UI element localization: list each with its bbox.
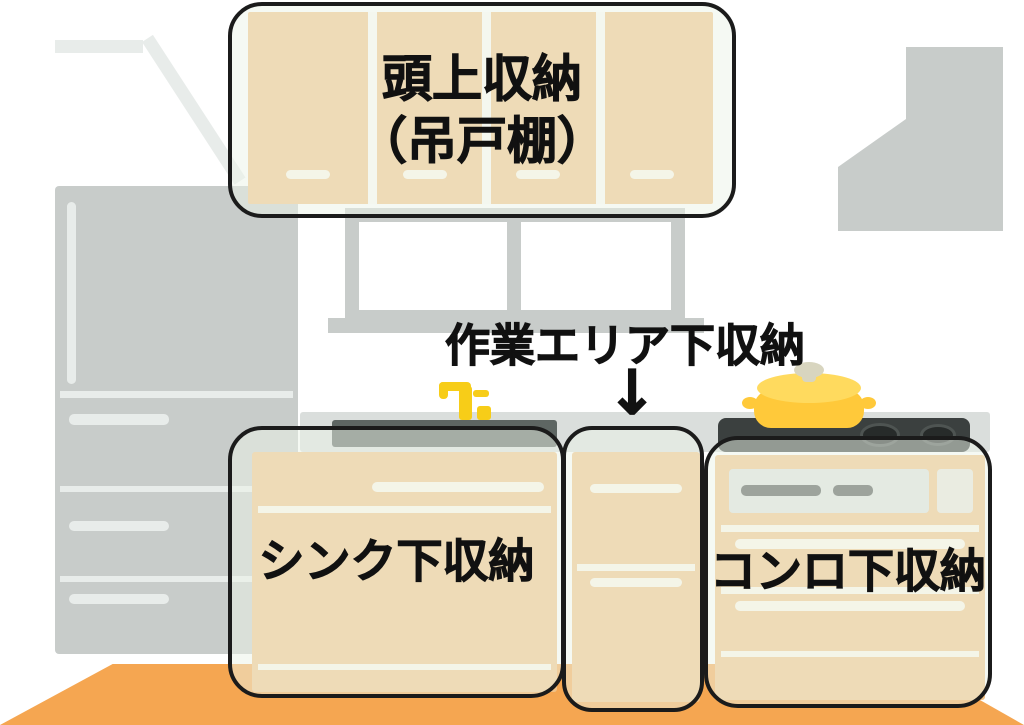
fridge-handle [69, 521, 169, 531]
under-stove-highlight-box: コンロ下収納 [704, 436, 992, 708]
fridge-seam [60, 486, 293, 492]
under-sink-storage-label: シンク下収納 [258, 534, 535, 589]
fridge-seam [60, 576, 293, 582]
overhead-highlight-box: 頭上収納 （吊戸棚） [228, 2, 736, 218]
window-sill [328, 318, 704, 333]
window [345, 208, 685, 324]
work-area-highlight-box [562, 426, 704, 712]
pot-icon [742, 362, 876, 428]
wall-corner-line-horizontal [55, 40, 143, 53]
refrigerator [55, 186, 298, 654]
overhead-storage-label-line2: （吊戸棚） [357, 112, 608, 171]
fridge-handle [69, 594, 169, 604]
under-stove-storage-label: コンロ下収納 [710, 544, 987, 599]
fridge-handle-vertical [67, 202, 76, 384]
faucet-icon [439, 382, 491, 420]
window-pane-left [359, 222, 507, 310]
range-hood [838, 47, 1003, 231]
down-arrow-icon: ↓ [606, 356, 659, 429]
under-sink-highlight-box: シンク下収納 [228, 426, 565, 698]
overhead-storage-label-line1: 頭上収納 [382, 49, 583, 108]
fridge-handle [69, 414, 169, 425]
work-area-storage-label: 作業エリア下収納 [444, 318, 805, 372]
fridge-seam [60, 391, 293, 398]
window-pane-right [521, 222, 671, 310]
